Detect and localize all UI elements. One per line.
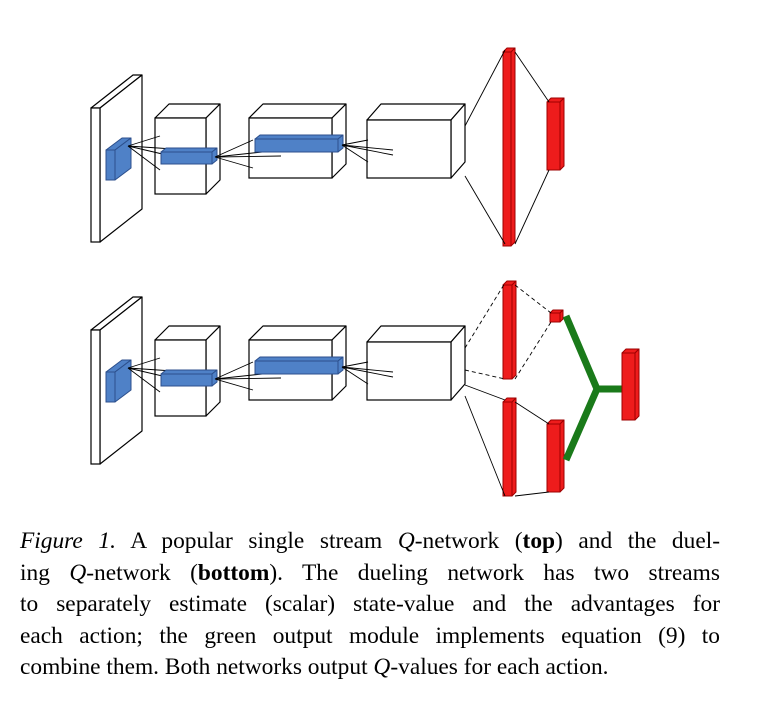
- conv-filter-3-top-face: [254, 356, 344, 362]
- combined-q-output-front-face: [621, 352, 636, 421]
- caption-bottom-emphasis: bottom: [197, 559, 270, 586]
- conv-fan-2-1: [214, 378, 254, 391]
- caption-top-emphasis: top: [522, 528, 556, 554]
- conv-filter-3-front-face: [254, 360, 339, 375]
- conv-fan-1-0: [127, 357, 161, 369]
- out-link-bottom: [514, 169, 550, 245]
- conv-fan-3-2: [341, 366, 394, 373]
- conv-filter-3-top-face: [254, 134, 344, 140]
- fc-link-top: [464, 49, 506, 127]
- value-link-bottom: [464, 369, 506, 380]
- adv-out-link-top: [514, 401, 550, 425]
- conv-fan-1-0: [127, 135, 161, 147]
- fc-hidden-layer-front-face: [502, 51, 512, 247]
- adv-link-top: [464, 384, 506, 401]
- value-link-top: [464, 282, 506, 349]
- conv-layer-3-top-face: [366, 325, 466, 343]
- conv-fan-3-1: [341, 144, 369, 163]
- conv-layer-2-top-face: [248, 325, 347, 341]
- conv-fan-3-1: [341, 366, 369, 385]
- fc-link-bottom: [464, 175, 506, 245]
- conv-fan-1-1: [127, 367, 161, 393]
- network-figure: [90, 47, 640, 497]
- value-stream-hidden-side-face: [511, 280, 517, 380]
- conv-filter-2-top-face: [160, 147, 218, 153]
- sv-link-bottom: [514, 321, 552, 380]
- conv-fan-3-2: [341, 144, 394, 151]
- conv-fan-2-3: [214, 377, 282, 380]
- adv-out-link-bottom: [514, 491, 550, 497]
- adv-link-bottom: [464, 395, 506, 497]
- advantage-stream-hidden-front-face: [502, 401, 513, 497]
- conv-filter-1-front-face: [105, 371, 116, 403]
- combined-q-output-side-face: [634, 348, 640, 421]
- advantage-stream-hidden-side-face: [511, 397, 517, 497]
- conv-fan-3-3: [341, 366, 394, 378]
- input-frame-front-face: [90, 107, 101, 243]
- dueling-q-network: [90, 280, 640, 497]
- conv-filter-1-front-face: [105, 149, 116, 181]
- caption-line-3: to separately estimate (scalar) state-va…: [20, 591, 720, 618]
- conv-filter-2-front-face: [160, 373, 213, 387]
- conv-fan-1-1: [127, 145, 161, 171]
- fc-hidden-layer-side-face: [510, 47, 516, 247]
- conv-fan-3-0: [341, 139, 369, 146]
- conv-fan-2-1: [214, 156, 254, 169]
- conv-filter-2-top-face: [160, 369, 218, 375]
- conv-fan-3-0: [341, 361, 369, 368]
- single-stream-q-network: [90, 47, 565, 247]
- advantages-output-front-face: [546, 423, 561, 493]
- input-frame-front-face: [90, 329, 101, 465]
- caption-line-4: each action; the green output module imp…: [20, 622, 720, 649]
- caption-line-2: ing Q-network (bottom). The dueling netw…: [20, 559, 720, 586]
- conv-layer-3-top-face: [366, 103, 466, 121]
- conv-fan-2-0: [214, 361, 254, 380]
- caption-label: Figure 1.: [20, 528, 116, 554]
- out-link-top: [514, 51, 550, 103]
- conv-fan-3-3: [341, 144, 394, 156]
- state-value-output-front-face: [549, 312, 561, 323]
- value-stream-hidden-front-face: [502, 284, 513, 380]
- conv-filter-2-front-face: [160, 151, 213, 165]
- conv-fan-2-3: [214, 155, 282, 158]
- sv-link-top: [514, 284, 552, 314]
- aggregator-branches: [562, 314, 601, 462]
- q-output-layer-side-face: [559, 97, 565, 171]
- caption-line-1: Figure 1. A popular single stream Q-netw…: [20, 528, 720, 554]
- advantages-output-side-face: [559, 419, 565, 493]
- q-output-layer-front-face: [546, 101, 561, 171]
- figure-caption: Figure 1. A popular single stream Q-netw…: [20, 526, 720, 684]
- conv-filter-3-front-face: [254, 138, 339, 153]
- caption-line-5: combine them. Both networks output Q-val…: [20, 654, 609, 681]
- conv-layer-2-top-face: [248, 103, 347, 119]
- conv-fan-2-0: [214, 139, 254, 158]
- aggregator-module: [562, 314, 623, 462]
